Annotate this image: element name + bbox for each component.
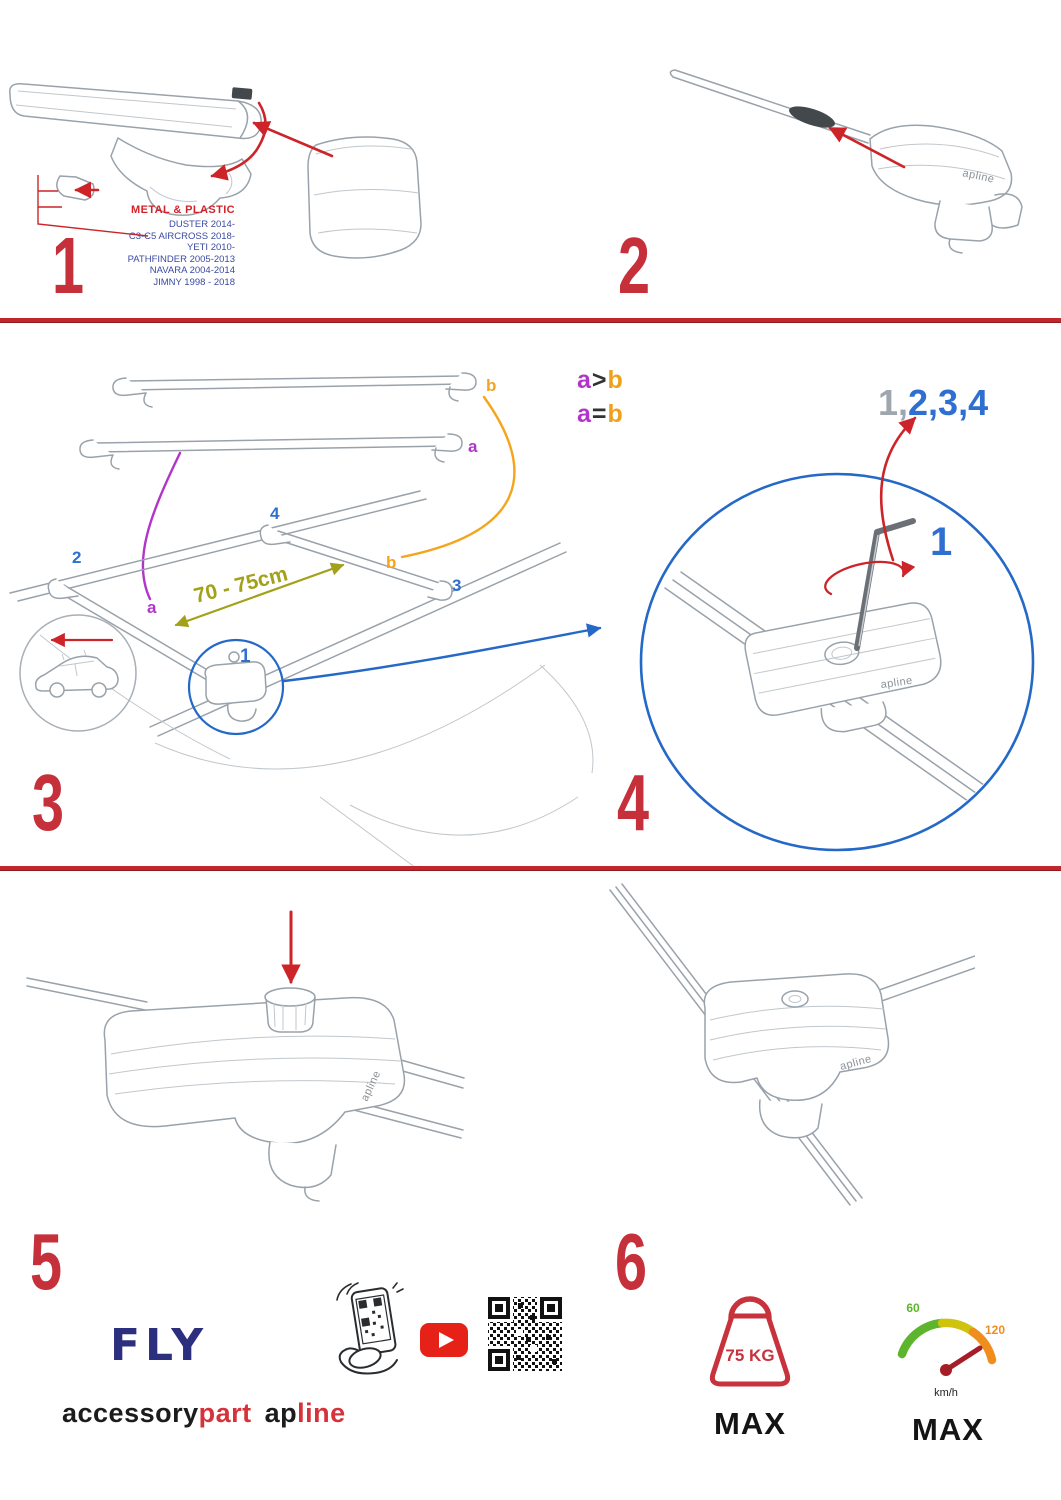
step2-illustration: apline (669, 69, 1023, 254)
step-number-1: 1 (52, 221, 85, 310)
bar-length-label-b: b (486, 376, 496, 395)
model-item: NAVARA 2004-2014 (149, 265, 235, 276)
step1-model-list: METAL & PLASTIC DUSTER 2014- C3-C5 AIRCR… (100, 204, 235, 288)
step-number-6: 6 (615, 1217, 648, 1306)
roof-label-2: 2 (72, 548, 81, 567)
model-item: YETI 2010- (186, 242, 235, 253)
brand-part: part (198, 1398, 252, 1428)
section-divider (0, 866, 1061, 871)
car-direction-inset (19, 614, 137, 732)
roof-label-b: b (386, 553, 396, 572)
speed-120-label: 120 (985, 1323, 1005, 1337)
loose-crossbars (79, 372, 477, 470)
step4-illustration: apline (639, 416, 1035, 852)
weight-max-label: MAX (714, 1406, 786, 1441)
model-item: JIMNY 1998 - 2018 (153, 276, 235, 288)
brand-line: line (297, 1398, 346, 1428)
model-list: DUSTER 2014- C3-C5 AIRCROSS 2018- YETI 2… (100, 219, 235, 288)
compare-a-gt-b: a>b (577, 366, 624, 394)
car-roof-drawing (9, 490, 594, 872)
step-number-4: 4 (617, 758, 650, 847)
apline-logo-small: apline (880, 675, 914, 691)
speed-unit-label: km/h (934, 1387, 958, 1399)
sequence-callout-1: 1 (930, 520, 953, 564)
phone-qr-scan-icon (336, 1282, 404, 1375)
roof-label-4: 4 (270, 504, 280, 523)
brand-ap: ap (264, 1398, 298, 1428)
qr-code-icon (486, 1295, 564, 1373)
mount-callout-1: 1 (240, 646, 251, 667)
model-item: PATHFINDER 2005-2013 (127, 253, 235, 265)
bar-length-label-a: a (468, 437, 478, 456)
material-label: METAL & PLASTIC (131, 204, 235, 216)
weight-value: 75 KG (725, 1346, 774, 1365)
brand-accessory: accessory (62, 1398, 199, 1428)
step6-illustration: apline (609, 883, 975, 1206)
product-name: FLY (110, 1320, 209, 1371)
roof-label-3: 3 (452, 576, 461, 595)
youtube-icon (420, 1323, 468, 1357)
tighten-sequence: 1,2,3,4 (878, 382, 989, 423)
step-number-3: 3 (32, 758, 65, 847)
step-number-2: 2 (618, 221, 651, 310)
model-item: DUSTER 2014- (169, 219, 235, 230)
roof-label-a: a (147, 598, 157, 617)
compare-a-eq-b: a=b (577, 400, 624, 428)
step3-illustration: b a 70 - 75cm 2 4 3 b a (9, 372, 602, 872)
speedometer-icon: 60 120 km/h (897, 1301, 1005, 1399)
model-item: C3-C5 AIRCROSS 2018- (128, 230, 235, 242)
weight-limit-icon: 75 KG (709, 1296, 791, 1387)
speed-60-label: 60 (906, 1301, 920, 1315)
speed-max-label: MAX (912, 1412, 984, 1447)
step1-illustration (9, 82, 422, 259)
section-divider (0, 318, 1061, 323)
step5-illustration: apline (26, 910, 465, 1202)
step-number-5: 5 (30, 1217, 63, 1306)
